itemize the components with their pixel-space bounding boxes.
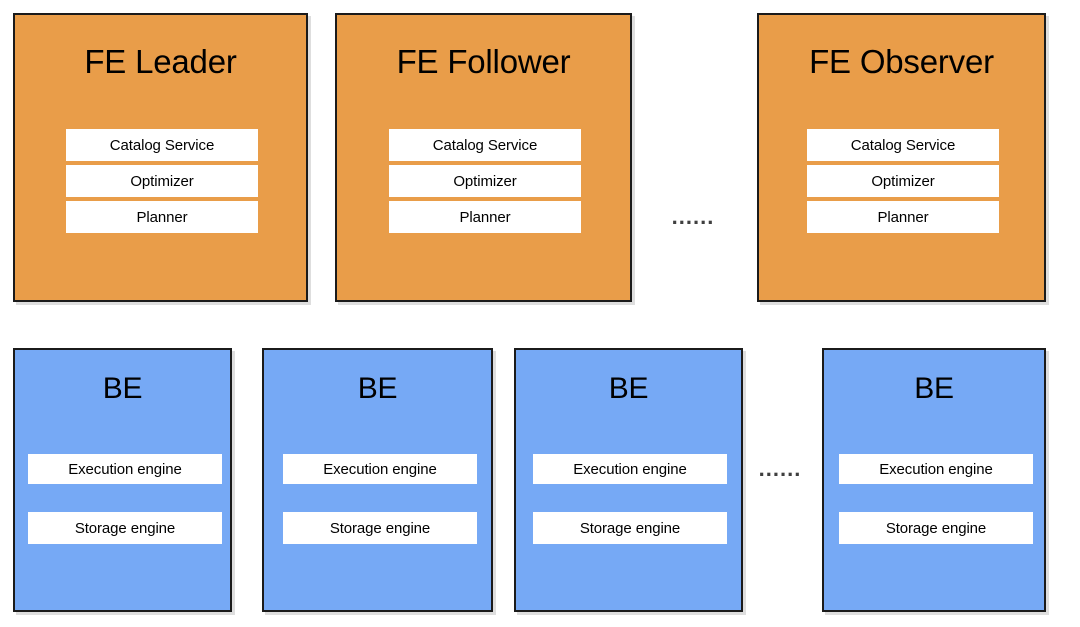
- fe-leader-node[interactable]: FE Leader Catalog Service Optimizer Plan…: [13, 13, 308, 302]
- fe-follower-title: FE Follower: [396, 43, 571, 80]
- fe-row-ellipsis: ......: [671, 204, 715, 229]
- be-node-3[interactable]: BE Execution engine Storage engine: [514, 348, 743, 612]
- fe-leader-service-planner[interactable]: Planner: [66, 201, 258, 233]
- fe-observer-service-optimizer[interactable]: Optimizer: [807, 165, 999, 197]
- be-node-4[interactable]: BE Execution engine Storage engine: [822, 348, 1046, 612]
- fe-observer-service-planner[interactable]: Planner: [807, 201, 999, 233]
- be-node-2-service-execution-engine[interactable]: Execution engine: [283, 454, 477, 484]
- be-node-2[interactable]: BE Execution engine Storage engine: [262, 348, 493, 612]
- be-node-1-service-storage-engine[interactable]: Storage engine: [28, 512, 222, 544]
- be-node-4-service-storage-engine[interactable]: Storage engine: [839, 512, 1033, 544]
- fe-leader-service-optimizer[interactable]: Optimizer: [66, 165, 258, 197]
- fe-follower-service-optimizer[interactable]: Optimizer: [389, 165, 581, 197]
- be-node-2-title: BE: [357, 372, 398, 405]
- fe-follower-node[interactable]: FE Follower Catalog Service Optimizer Pl…: [335, 13, 632, 302]
- fe-follower-service-planner[interactable]: Planner: [389, 201, 581, 233]
- fe-follower-service-catalog-service[interactable]: Catalog Service: [389, 129, 581, 161]
- be-node-3-service-execution-engine[interactable]: Execution engine: [533, 454, 727, 484]
- be-node-4-title: BE: [914, 372, 954, 405]
- be-node-1-title: BE: [102, 372, 143, 405]
- fe-observer-node[interactable]: FE Observer Catalog Service Optimizer Pl…: [757, 13, 1046, 302]
- be-node-3-service-storage-engine[interactable]: Storage engine: [533, 512, 727, 544]
- be-node-4-service-execution-engine[interactable]: Execution engine: [839, 454, 1033, 484]
- fe-leader-title: FE Leader: [84, 43, 237, 80]
- be-node-1-service-execution-engine[interactable]: Execution engine: [28, 454, 222, 484]
- be-node-3-title: BE: [608, 372, 649, 405]
- fe-observer-service-catalog-service[interactable]: Catalog Service: [807, 129, 999, 161]
- be-node-1[interactable]: BE Execution engine Storage engine: [13, 348, 232, 612]
- fe-observer-title: FE Observer: [809, 43, 994, 80]
- be-node-2-service-storage-engine[interactable]: Storage engine: [283, 512, 477, 544]
- fe-leader-service-catalog-service[interactable]: Catalog Service: [66, 129, 258, 161]
- be-row-ellipsis: ......: [758, 456, 802, 481]
